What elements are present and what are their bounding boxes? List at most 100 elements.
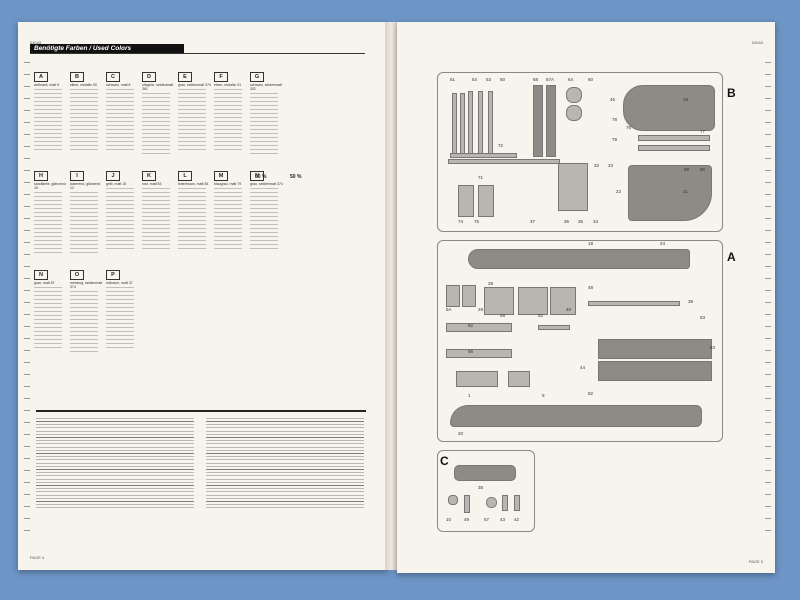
part-number: 18	[588, 241, 594, 246]
part	[446, 323, 512, 332]
color-translations	[106, 287, 134, 351]
part-number: 78	[612, 117, 618, 122]
part-number: 24	[660, 241, 666, 246]
color-translations	[34, 287, 62, 351]
part-number: 42	[514, 517, 520, 522]
part-number: 67A	[546, 77, 555, 82]
color-code: anthrazit, matt 9	[34, 83, 60, 87]
part	[508, 371, 530, 387]
color-translations	[214, 89, 242, 153]
part-number: 48	[588, 285, 594, 290]
part	[464, 495, 470, 513]
part	[502, 495, 508, 511]
color-swatch: F	[214, 72, 228, 82]
color-swatch: H	[34, 171, 48, 181]
part-number: 90	[700, 167, 706, 172]
left-page-number: PAGE 4	[30, 555, 45, 560]
part	[450, 405, 702, 427]
part-number: 37	[530, 219, 536, 224]
part	[558, 163, 588, 211]
color-translations	[178, 188, 206, 252]
color-code: olivgrün, seidenmatt 361	[142, 83, 174, 91]
legal-notice-box	[36, 410, 366, 516]
part-number: 32	[594, 163, 600, 168]
part	[638, 135, 710, 141]
part-number: 46	[610, 97, 616, 102]
color-swatch: L	[178, 171, 192, 181]
part	[462, 285, 476, 307]
part-number: 74	[458, 219, 464, 224]
colors-header: Benötigte Farben / Used Colors	[30, 44, 184, 53]
part-number: 21	[683, 189, 689, 194]
part-number: 44	[580, 365, 586, 370]
part-number: 36	[564, 219, 570, 224]
sprue-frame-c: 38 10 49 57 43 42	[437, 450, 535, 532]
part	[454, 465, 516, 481]
part	[448, 495, 458, 505]
part	[448, 159, 560, 164]
part	[588, 301, 680, 306]
part-number: 19	[683, 97, 689, 102]
part-number: 56	[468, 349, 474, 354]
color-code: sandfarbe, glänzend 16	[34, 182, 66, 190]
part	[623, 85, 715, 131]
color-code: gelb, matt 15	[106, 182, 127, 186]
header-rule	[30, 53, 365, 54]
part-number: 60	[588, 77, 594, 82]
color-translations	[70, 192, 98, 256]
color-code: schwarz, matt 8	[106, 83, 131, 87]
part-number: 35	[578, 219, 584, 224]
part-number: 39	[688, 299, 694, 304]
right-page-number: PAGE 5	[748, 559, 763, 564]
part-number: 28	[488, 281, 494, 286]
part-number: 68	[533, 77, 539, 82]
part	[598, 361, 712, 381]
color-code: lasierend, glänzend 12	[70, 182, 101, 190]
mix-label: 50 %	[255, 174, 267, 180]
part-number: 20	[458, 431, 464, 436]
color-code: eisen, metallic 91	[214, 83, 242, 87]
color-swatch: N	[250, 171, 264, 181]
part-number: 9	[542, 393, 545, 398]
part-number: 33	[608, 163, 614, 168]
part-number: 29	[478, 307, 484, 312]
part	[450, 153, 517, 158]
sprue-label-a: A	[727, 250, 736, 264]
part-number: 79	[612, 137, 618, 142]
sprue-label-b: B	[727, 86, 736, 100]
color-code: lederbraun, matt 84	[178, 182, 209, 186]
sprue-frame-b: 61 54 53 50 68 67A 64 60 46 19 72 71 74 …	[437, 72, 723, 232]
color-swatch: N	[34, 270, 48, 280]
part-number: 75	[474, 219, 480, 224]
color-swatch: E	[178, 72, 192, 82]
part	[446, 349, 512, 358]
part	[486, 497, 497, 508]
part-number: 10	[446, 517, 452, 522]
color-swatch: O	[70, 270, 84, 280]
color-code: rost, matt 83	[142, 182, 162, 186]
left-catalog-number: 04043	[30, 40, 42, 45]
part	[533, 85, 543, 157]
part	[546, 85, 556, 157]
part-number: 89	[684, 167, 690, 172]
part	[452, 93, 457, 155]
part-number: 52	[538, 313, 544, 318]
part-number: 40	[566, 307, 572, 312]
color-code: grau, seidenmatt 374	[178, 83, 211, 87]
part	[488, 91, 493, 155]
sprue-label-c: C	[440, 454, 449, 468]
color-code: grau, matt 57	[34, 281, 55, 285]
part-number: 71	[478, 175, 484, 180]
